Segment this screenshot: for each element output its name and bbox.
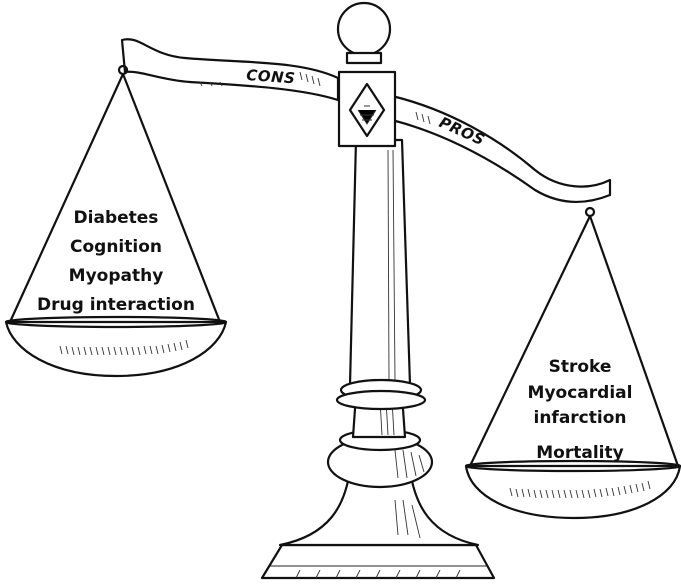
left-pan-item: Drug interaction — [37, 295, 195, 315]
left-pan: Diabetes Cognition Myopathy Drug interac… — [6, 66, 226, 376]
left-pan-item: Cognition — [70, 237, 162, 257]
scale-top — [338, 3, 395, 146]
pillar-middle-ring — [337, 380, 425, 409]
right-pan-item: Mortality — [536, 443, 623, 463]
pillar-lower-knob — [328, 430, 432, 487]
right-pan-item: infarction — [534, 408, 627, 428]
left-pan-item: Myopathy — [69, 266, 164, 286]
left-pan-item: Diabetes — [74, 208, 159, 228]
right-pan: Stroke Myocardial infarction Mortality — [466, 208, 680, 518]
cons-label: CONS — [246, 66, 296, 87]
right-pan-item: Myocardial — [528, 383, 633, 403]
right-pan-item: Stroke — [549, 357, 612, 377]
